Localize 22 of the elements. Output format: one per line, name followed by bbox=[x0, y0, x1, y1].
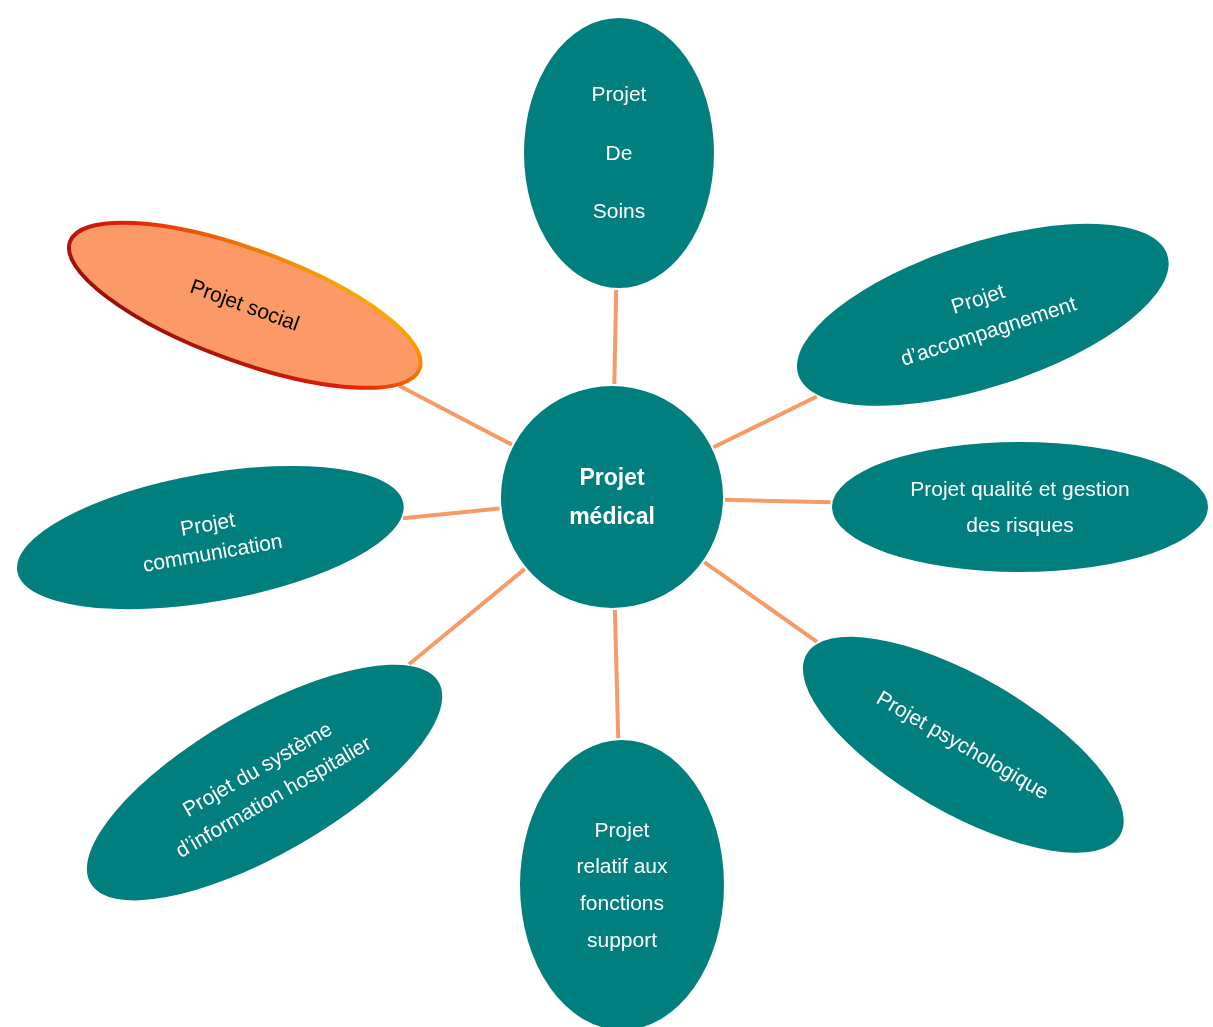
ellipse-node bbox=[85, 663, 445, 903]
connector-line bbox=[407, 567, 527, 666]
connector-line bbox=[724, 497, 831, 505]
ellipse-node bbox=[800, 635, 1126, 855]
ellipse-node bbox=[795, 222, 1171, 408]
node-label: Projet médical bbox=[568, 462, 656, 531]
ellipse-node bbox=[522, 16, 716, 290]
node-label: Projet communication bbox=[139, 506, 286, 578]
node-label: Projet relatif aux fonctions support bbox=[575, 816, 669, 953]
node-label: Projet qualité et gestion des risques bbox=[910, 476, 1130, 538]
node-label: Projet De Soins bbox=[590, 80, 648, 225]
connector-line bbox=[703, 560, 819, 644]
ellipse-node bbox=[14, 464, 406, 612]
center-circle bbox=[499, 384, 725, 610]
connector-line bbox=[612, 609, 621, 739]
ellipse-node bbox=[67, 220, 423, 390]
connector-line bbox=[612, 289, 619, 385]
connector-line bbox=[402, 506, 500, 521]
connector-line bbox=[712, 394, 818, 450]
node-label: Projet social bbox=[186, 273, 304, 338]
ellipse-node bbox=[830, 440, 1210, 574]
connector-line bbox=[398, 383, 513, 447]
